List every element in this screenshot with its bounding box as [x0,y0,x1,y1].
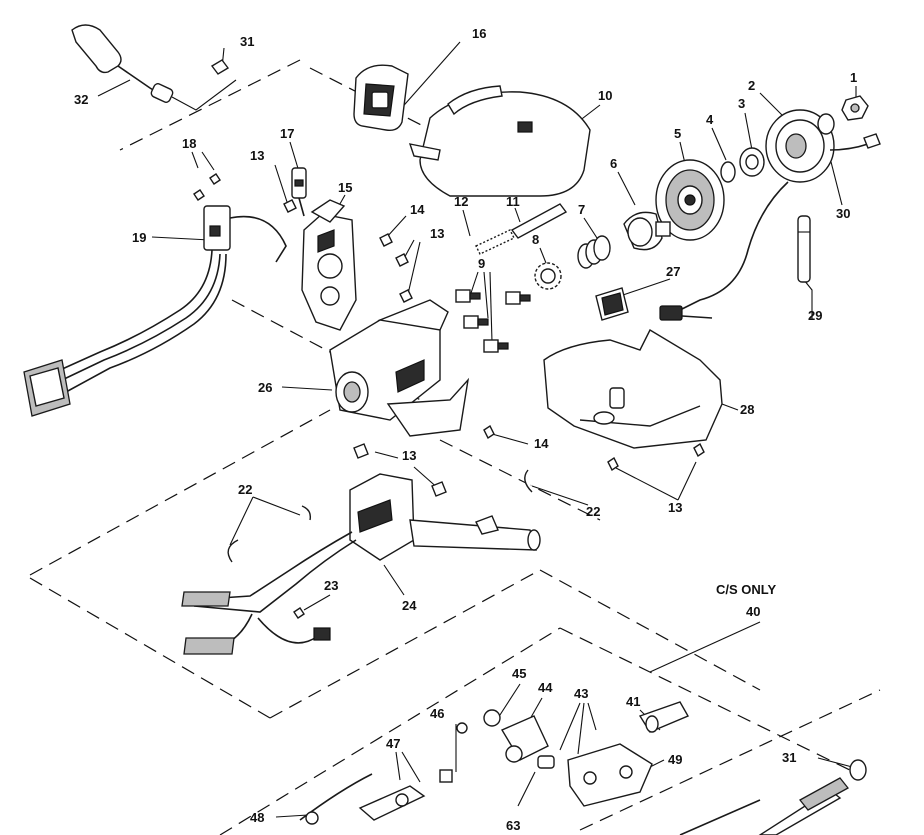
callout-10: 10 [598,88,612,103]
screw-18b [193,189,205,201]
dimmer-switch-harness [23,205,287,417]
turn-signal-switch [181,443,541,655]
screw-18a [209,173,221,185]
callout-3: 3 [738,96,745,111]
callout-26: 26 [258,380,272,395]
callout-labels: 1 2 3 4 5 6 7 8 9 10 11 12 13 13 13 13 1… [74,26,857,833]
cs-parts [299,701,867,835]
callout-63: 63 [506,818,520,833]
callout-28: 28 [740,402,754,417]
callout-46: 46 [430,706,444,721]
callout-14-upper: 14 [410,202,425,217]
callout-40: 40 [746,604,760,619]
callout-24: 24 [402,598,417,613]
cs-only-note: C/S ONLY [716,582,777,597]
callout-9: 9 [478,256,485,271]
callout-19: 19 [132,230,146,245]
callout-31-bottom: 31 [782,750,796,765]
hex-nut [841,95,869,121]
snap-ring-30 [817,113,835,135]
callout-6: 6 [610,156,617,171]
callout-47: 47 [386,736,400,751]
callout-43: 43 [574,686,588,701]
callout-22-right: 22 [586,504,600,519]
screw-13d [607,456,619,472]
callout-4: 4 [706,112,714,127]
callout-11: 11 [506,194,520,209]
callout-44: 44 [538,680,553,695]
rack-and-spring [475,203,568,255]
screw-14a [379,233,393,247]
key-release-pad [353,64,409,132]
callout-22-left: 22 [238,482,252,497]
callout-17: 17 [280,126,294,141]
retaining-ring-4 [720,161,736,183]
parts [23,24,881,835]
callout-41: 41 [626,694,640,709]
callout-14-lower: 14 [534,436,549,451]
turn-signal-cancel-cam [659,109,881,321]
callout-31-top: 31 [240,34,254,49]
multifunction-lever [71,24,237,111]
callout-27: 27 [666,264,680,279]
screw-14b [483,424,495,440]
callout-18: 18 [182,136,196,151]
column-housing [329,299,470,437]
lock-housing [301,199,357,331]
callout-13-center: 13 [402,448,416,463]
callout-23: 23 [324,578,338,593]
lower-shroud [543,329,723,449]
callout-2: 2 [748,78,755,93]
callout-1: 1 [850,70,857,85]
callout-13-lower-right: 13 [668,500,682,515]
callout-7: 7 [578,202,585,217]
screw-13b [395,253,409,267]
callout-32: 32 [74,92,88,107]
upper-bearing-spring [577,235,611,269]
tilt-pin [797,215,811,283]
thrust-washer [739,147,765,177]
sector-gear [534,262,562,290]
screw-13c [399,289,413,303]
callout-49: 49 [668,752,682,767]
lock-plate [655,159,725,241]
retaining-ring-22a [524,469,533,493]
retaining-ring-22c [301,505,312,521]
callout-30: 30 [836,206,850,221]
callout-45: 45 [512,666,526,681]
screw-13a [283,199,297,213]
callout-13-upper-left: 13 [250,148,264,163]
pivot-bolts [455,289,531,353]
callout-29: 29 [808,308,822,323]
callout-5: 5 [674,126,681,141]
upper-shroud [408,85,591,197]
retaining-ring-22b [227,539,239,563]
turn-signal-cam [623,211,671,251]
callout-15: 15 [338,180,352,195]
callout-12: 12 [454,194,468,209]
key-alarm-switch [291,167,307,217]
buzzer-switch [595,287,629,321]
callout-48: 48 [250,810,264,825]
callout-13-upper-right: 13 [430,226,444,241]
screw-23 [293,607,305,619]
screw-13e [693,442,705,458]
callout-8: 8 [532,232,539,247]
screw-31 [210,59,230,75]
callout-16: 16 [472,26,486,41]
